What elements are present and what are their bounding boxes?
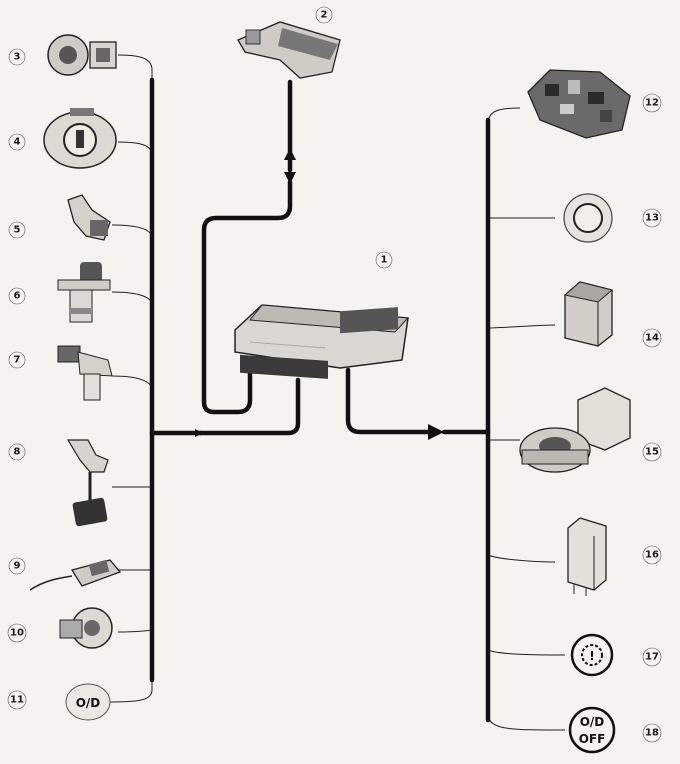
component-number: 17 [645, 652, 659, 663]
component-number: 7 [14, 355, 21, 366]
component-number: 8 [14, 447, 21, 458]
callout-circle [642, 93, 662, 113]
label-15: 15 [642, 442, 662, 462]
bus-lines [149, 77, 491, 723]
callout-circle [8, 133, 26, 151]
label-3: 3 [8, 48, 26, 66]
callout-circle [642, 723, 662, 743]
component-number: 10 [10, 628, 24, 639]
callout-circle [8, 351, 26, 369]
component-number: 6 [14, 291, 21, 302]
label-13: 13 [642, 208, 662, 228]
ecu-icon [234, 304, 410, 379]
ecu-output [345, 367, 433, 435]
component-number: 14 [645, 333, 659, 344]
warning-glyph: ! [589, 649, 594, 663]
callout-circle [8, 287, 26, 305]
valve-body-icon [527, 69, 631, 139]
sensor-icon-9 [29, 559, 122, 591]
od-off-text-line1: O/D [580, 715, 605, 729]
solenoid-icon [563, 193, 613, 243]
label-1: 1 [375, 251, 393, 269]
callout-circle [375, 251, 393, 269]
component-number: 4 [14, 137, 21, 148]
input-to-ecu [197, 377, 301, 436]
callout-circle [8, 443, 26, 461]
label-18: 18 [642, 723, 662, 743]
component-number: 11 [10, 695, 24, 706]
callout-circle [8, 221, 26, 239]
sensor-icon-5 [67, 194, 111, 241]
diagnostic-connector-icon [237, 21, 341, 79]
label-10: 10 [7, 623, 27, 643]
callout-circle [642, 442, 662, 462]
label-12: 12 [642, 93, 662, 113]
relay-icon-14 [563, 281, 614, 347]
label-5: 5 [8, 221, 26, 239]
diag-link [201, 179, 293, 415]
od-off-text-line2: OFF [579, 732, 606, 746]
component-number: 3 [14, 52, 21, 63]
component-number: 1 [381, 255, 388, 266]
callout-circle [7, 623, 27, 643]
sensor-icon-7 [57, 345, 113, 401]
label-6: 6 [8, 287, 26, 305]
label-14: 14 [642, 328, 662, 348]
label-4: 4 [8, 133, 26, 151]
callout-circle [8, 557, 26, 575]
relay-icon-16 [567, 517, 607, 596]
actuator-icon [519, 387, 631, 473]
callout-circle [7, 690, 27, 710]
callout-circle [642, 647, 662, 667]
sensor-icon-3 [47, 34, 117, 76]
component-number: 13 [645, 213, 659, 224]
od-switch-text: O/D [76, 696, 101, 710]
od-off-lamp-icon: O/D OFF [568, 706, 616, 754]
component-number: 15 [645, 447, 659, 458]
sensor-icon-4 [43, 108, 117, 169]
number-labels: 1 2 3 4 5 6 7 8 9 10 11 12 13 14 15 16 1… [7, 6, 662, 743]
label-8: 8 [8, 443, 26, 461]
component-number: 18 [645, 728, 659, 739]
label-16: 16 [642, 545, 662, 565]
callout-circle [315, 6, 333, 24]
label-2: 2 [315, 6, 333, 24]
switch-icon [59, 607, 113, 649]
component-number: 5 [14, 225, 21, 236]
od-switch-icon: O/D [65, 683, 111, 721]
label-11: 11 [7, 690, 27, 710]
component-number: 16 [645, 550, 659, 561]
sensor-icon-6 [57, 262, 111, 323]
callout-circle [642, 545, 662, 565]
callout-circle [642, 328, 662, 348]
component-number: 9 [14, 561, 21, 572]
component-number: 2 [321, 10, 328, 21]
pedal-switch-icon [66, 439, 109, 527]
component-number: 12 [645, 98, 659, 109]
label-7: 7 [8, 351, 26, 369]
callout-circle [642, 208, 662, 228]
warning-lamp-icon: ! [570, 633, 614, 677]
left-connectors [109, 54, 153, 703]
output-arrow [428, 424, 444, 440]
right-connectors [487, 107, 566, 731]
label-9: 9 [8, 557, 26, 575]
callout-circle [8, 48, 26, 66]
label-17: 17 [642, 647, 662, 667]
